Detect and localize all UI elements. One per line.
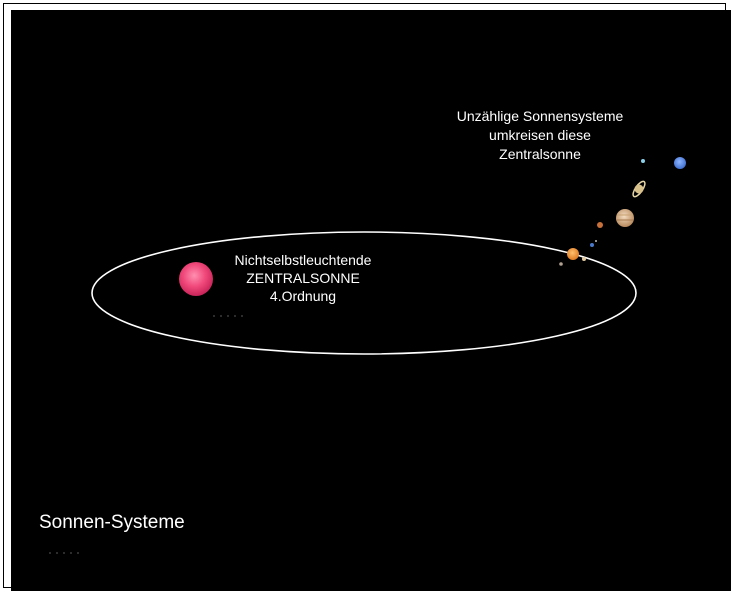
neptune-icon — [674, 157, 686, 169]
saturn-icon — [632, 180, 646, 198]
solar-systems-label-line-1: Unzählige Sonnensysteme — [456, 108, 624, 124]
space-background — [11, 10, 731, 591]
central-sun-label-line-1: Nichtselbstleuchtende — [234, 252, 372, 268]
central-sun-icon — [179, 262, 213, 296]
moon-icon — [595, 240, 597, 242]
mars-icon — [597, 222, 603, 228]
central-sun-label: Nichtselbstleuchtende ZENTRALSONNE 4.Ord… — [223, 251, 383, 305]
jupiter-icon — [616, 209, 634, 227]
venus-icon — [582, 257, 586, 261]
diagram-title: Sonnen-Systeme — [39, 512, 185, 533]
solar-systems-label-line-3: Zentralsonne — [499, 146, 581, 162]
uranus-icon — [641, 159, 645, 163]
solar-systems-label-line-2: umkreisen diese — [489, 127, 591, 143]
small-sun-icon — [567, 248, 579, 260]
mercury-icon — [559, 262, 563, 266]
solar-systems-label: Unzählige Sonnensysteme umkreisen diese … — [430, 107, 650, 164]
orbit-ellipse — [91, 231, 637, 355]
earth-icon — [590, 243, 594, 247]
faint-dots — [49, 315, 243, 554]
solar-system-icon — [559, 157, 686, 266]
central-sun-label-line-2: ZENTRALSONNE — [246, 270, 360, 286]
central-sun-label-line-3: 4.Ordnung — [269, 288, 337, 304]
